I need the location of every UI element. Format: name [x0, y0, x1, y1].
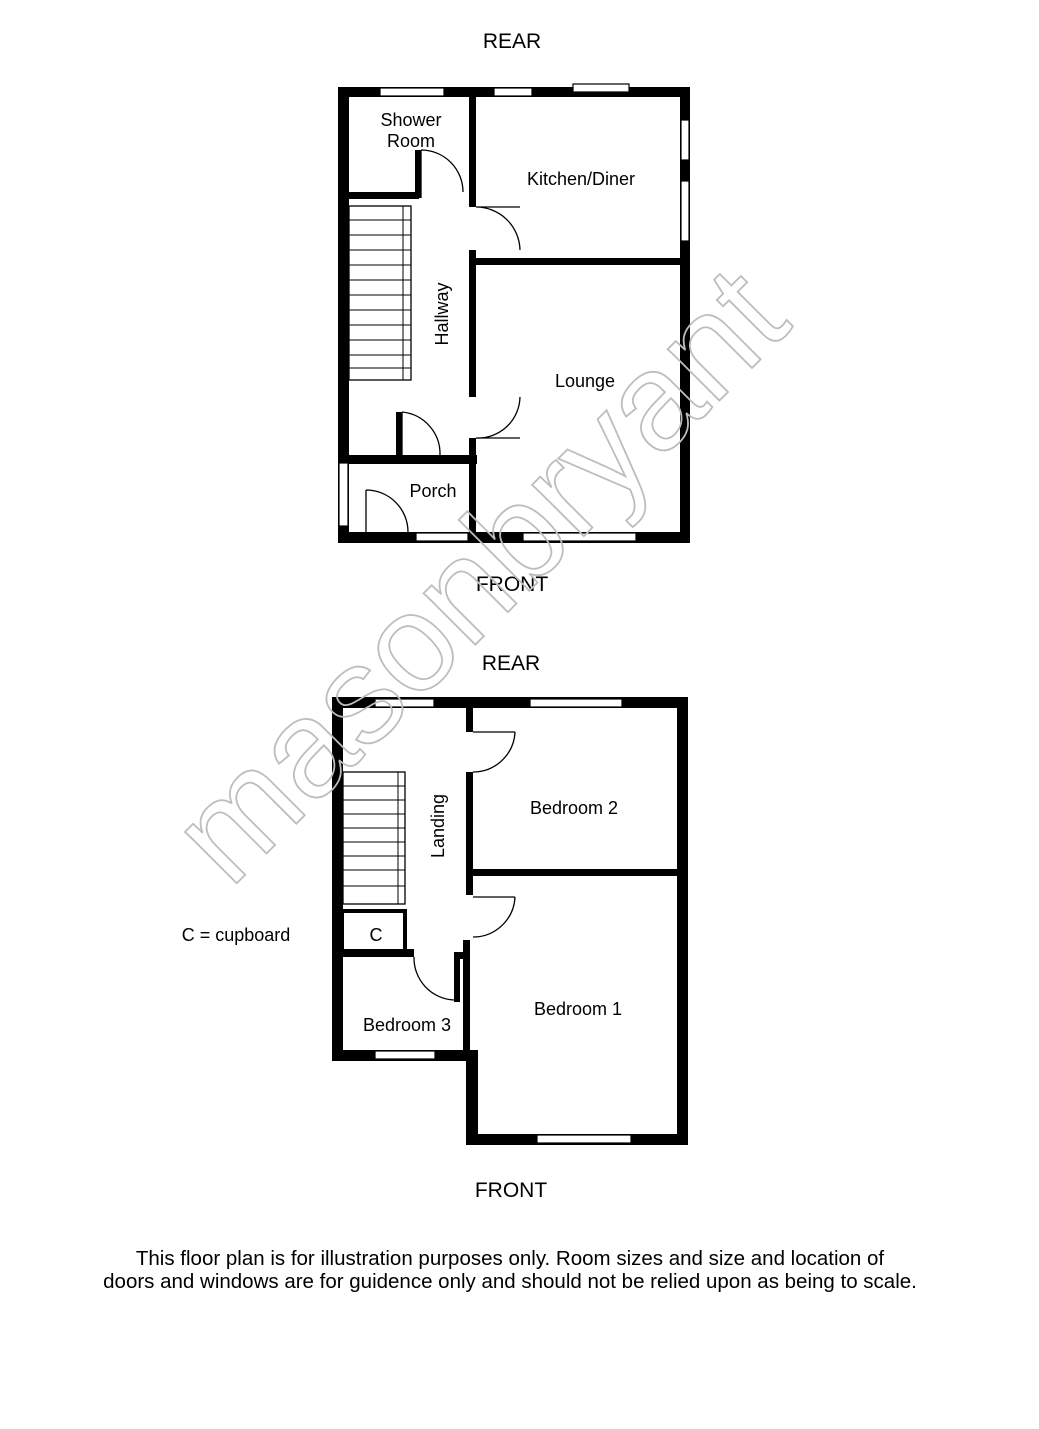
kitchen-rear-window: [493, 87, 533, 97]
porch-side-window: [338, 462, 349, 527]
porch-front-window: [415, 532, 469, 542]
porch-door-wall: [396, 412, 402, 462]
lounge-front-window: [522, 532, 637, 542]
kitchen-side-window-1: [680, 119, 690, 161]
kitchen-label: Kitchen/Diner: [527, 169, 635, 189]
bedroom1-left-wall: [463, 940, 470, 1055]
bedroom2-window: [529, 698, 623, 708]
shower-room-label-line2: Room: [387, 131, 435, 151]
cupboard-legend: C = cupboard: [182, 925, 291, 945]
first-front-label: FRONT: [475, 1179, 547, 1202]
first-rear-wall: [332, 697, 688, 708]
porch-top-wall: [338, 455, 477, 464]
bedroom2-left-wall-upper: [466, 708, 473, 732]
bedroom3-door-jamb: [454, 952, 460, 1002]
bedroom-dividing-wall: [466, 869, 677, 876]
shower-room-wall: [349, 192, 419, 199]
shower-room-label-line1: Shower: [380, 110, 441, 130]
first-rear-label: REAR: [482, 652, 540, 675]
front-door: [365, 489, 409, 533]
cupboard: [340, 909, 407, 953]
ground-floor-plan: REAR: [338, 30, 690, 596]
hallway-label: Hallway: [432, 282, 452, 345]
ground-rear-label: REAR: [483, 30, 541, 53]
bedroom1-left-step-wall: [466, 1050, 478, 1145]
hall-porch-door: [401, 411, 441, 456]
shower-room-side-wall: [415, 150, 421, 198]
bedroom2-door: [472, 731, 516, 773]
cupboard-label: C: [370, 925, 383, 945]
ground-front-label: FRONT: [476, 573, 548, 596]
first-staircase: [342, 771, 406, 905]
first-left-wall: [332, 697, 343, 1061]
first-floor-plan: REAR C: [332, 652, 688, 1202]
ground-staircase: [348, 205, 412, 381]
bedroom3-label: Bedroom 3: [363, 1015, 451, 1035]
porch-label: Porch: [409, 481, 456, 501]
kitchen-side-window-2: [680, 180, 690, 242]
shower-window: [379, 87, 445, 97]
lounge-left-wall-upper: [469, 250, 476, 397]
landing-window: [374, 698, 435, 708]
bedroom3-door-wall: [454, 952, 470, 959]
kitchen-door: [475, 206, 521, 251]
bedroom2-left-wall-lower: [466, 772, 473, 895]
lounge-door: [475, 396, 521, 439]
bedroom1-window: [536, 1134, 632, 1144]
kitchen-rear-door: [572, 83, 630, 93]
disclaimer-line-2: doors and windows are for guidence only …: [103, 1270, 917, 1293]
bedroom3-window: [374, 1050, 436, 1060]
landing-label: Landing: [428, 794, 448, 858]
disclaimer-line-1: This floor plan is for illustration purp…: [136, 1247, 885, 1270]
ground-right-wall: [680, 87, 690, 543]
first-right-wall: [677, 697, 688, 1145]
ground-left-wall: [338, 87, 349, 462]
kitchen-left-wall: [469, 97, 476, 207]
lounge-left-wall-lower: [469, 438, 476, 536]
watermark-logo: masonbryant: [142, 238, 815, 911]
bedroom2-label: Bedroom 2: [530, 798, 618, 818]
shower-door: [420, 149, 464, 198]
bedroom1-door: [472, 896, 516, 938]
kitchen-lounge-wall: [469, 258, 680, 265]
bedroom3-door: [413, 956, 455, 1001]
ground-front-wall: [338, 532, 690, 543]
bedroom1-label: Bedroom 1: [534, 999, 622, 1019]
lounge-label: Lounge: [555, 371, 615, 391]
